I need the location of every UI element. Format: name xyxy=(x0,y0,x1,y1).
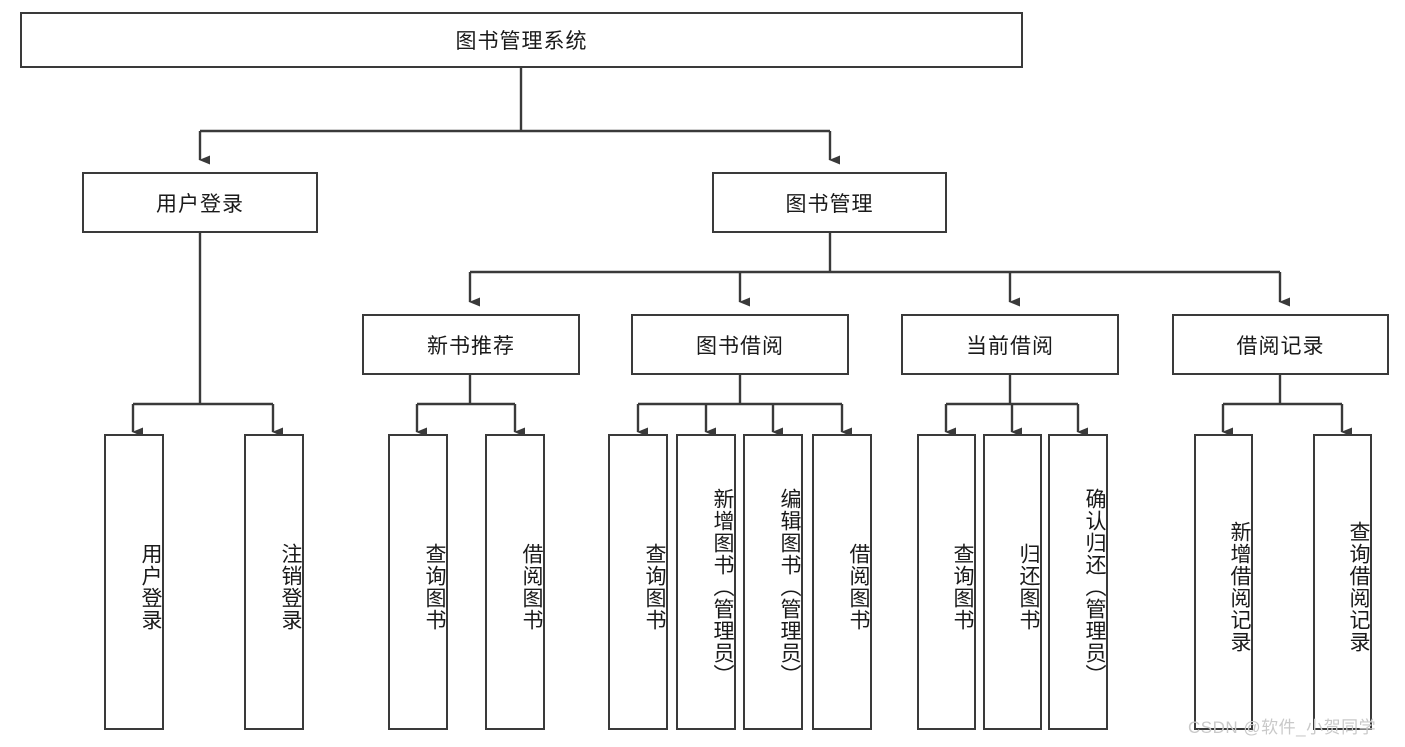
leaf-current-return-book[interactable]: 归还图书 xyxy=(983,434,1042,730)
node-label: 图书借阅 xyxy=(696,334,784,358)
node-label: 新增图书（管理员） xyxy=(711,488,734,686)
leaf-borrow-query-book[interactable]: 查询图书 xyxy=(608,434,668,730)
node-label: 查询图书 xyxy=(951,543,974,631)
leaf-user-login[interactable]: 用户登录 xyxy=(104,434,164,730)
node-label: 用户登录 xyxy=(156,192,244,216)
node-label: 查询图书 xyxy=(643,543,666,631)
node-label: 借阅图书 xyxy=(520,543,543,631)
node-label: 归还图书 xyxy=(1017,543,1040,631)
node-label: 借阅记录 xyxy=(1236,334,1325,358)
node-borrow-record[interactable]: 借阅记录 xyxy=(1172,314,1389,375)
node-label: 注销登录 xyxy=(279,543,302,631)
leaf-borrow-borrow-book[interactable]: 借阅图书 xyxy=(812,434,872,730)
node-label: 新书推荐 xyxy=(427,334,515,358)
node-label: 图书管理系统 xyxy=(455,30,588,53)
node-root-book-management-system[interactable]: 图书管理系统 xyxy=(20,12,1023,68)
leaf-record-add-borrow-record[interactable]: 新增借阅记录 xyxy=(1194,434,1253,730)
node-label: 新增借阅记录 xyxy=(1228,521,1251,653)
node-book-management[interactable]: 图书管理 xyxy=(712,172,947,233)
node-book-borrow[interactable]: 图书借阅 xyxy=(631,314,849,375)
csdn-watermark: CSDN @软件_小贺同学 xyxy=(1188,718,1377,737)
node-label: 查询借阅记录 xyxy=(1347,521,1370,653)
node-label: 借阅图书 xyxy=(847,543,870,631)
leaf-record-query-borrow-record[interactable]: 查询借阅记录 xyxy=(1313,434,1372,730)
leaf-recommend-query-book[interactable]: 查询图书 xyxy=(388,434,448,730)
leaf-logout-login[interactable]: 注销登录 xyxy=(244,434,304,730)
node-label: 查询图书 xyxy=(423,543,446,631)
node-user-login[interactable]: 用户登录 xyxy=(82,172,318,233)
node-label: 当前借阅 xyxy=(966,334,1054,358)
leaf-current-query-book[interactable]: 查询图书 xyxy=(917,434,976,730)
node-label: 用户登录 xyxy=(139,543,162,631)
node-label: 图书管理 xyxy=(785,192,874,216)
leaf-borrow-add-book-admin[interactable]: 新增图书（管理员） xyxy=(676,434,736,730)
node-current-borrow[interactable]: 当前借阅 xyxy=(901,314,1119,375)
node-label: 确认归还（管理员） xyxy=(1083,488,1106,686)
node-label: 编辑图书（管理员） xyxy=(778,488,801,686)
leaf-recommend-borrow-book[interactable]: 借阅图书 xyxy=(485,434,545,730)
leaf-borrow-edit-book-admin[interactable]: 编辑图书（管理员） xyxy=(743,434,803,730)
leaf-current-confirm-return-admin[interactable]: 确认归还（管理员） xyxy=(1048,434,1108,730)
node-new-book-recommend[interactable]: 新书推荐 xyxy=(362,314,580,375)
